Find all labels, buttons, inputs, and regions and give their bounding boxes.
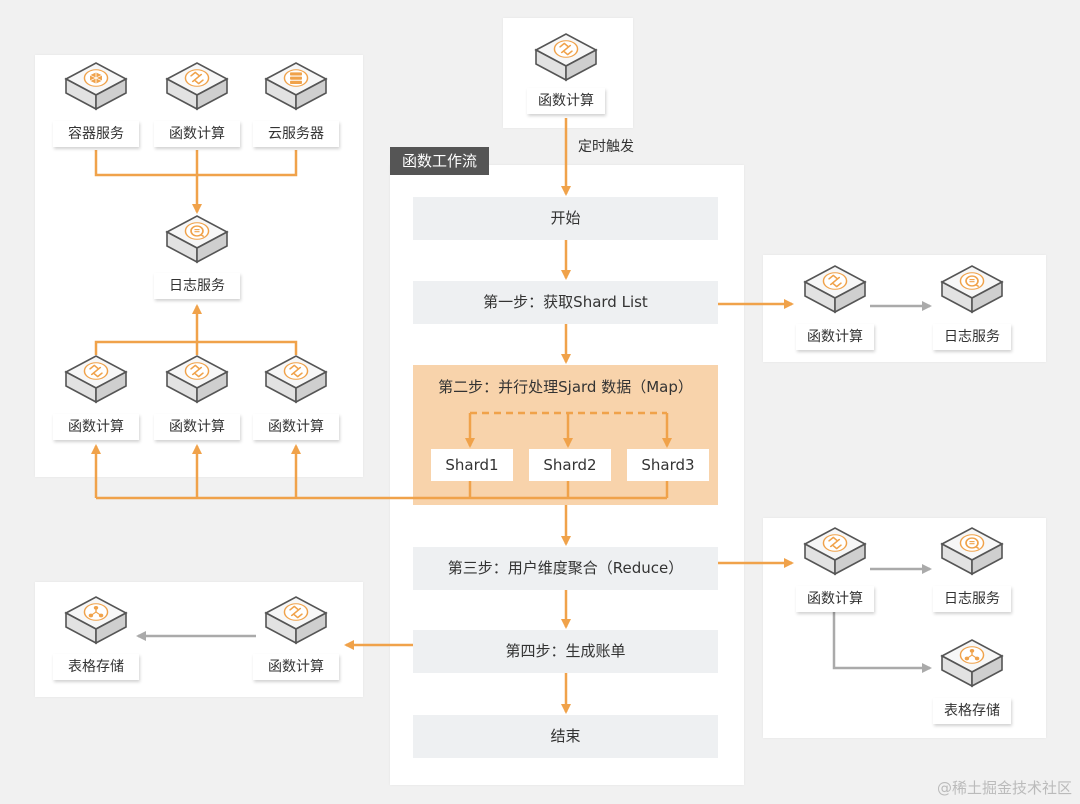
step-4: 第四步：生成账单 [413, 630, 718, 673]
left-log-label: 日志服务 [154, 273, 240, 299]
log-service-icon [940, 265, 1004, 314]
left-top-fc-label: 函数计算 [154, 121, 240, 147]
function-compute-icon [803, 265, 867, 314]
right1-fc-label: 函数计算 [796, 324, 874, 350]
shard-2: Shard2 [529, 449, 611, 481]
log-service-icon [165, 215, 229, 264]
log-service-icon [940, 527, 1004, 576]
left-bottom-fc-3-label: 函数计算 [253, 414, 339, 440]
right3-table-label: 表格存储 [933, 698, 1011, 724]
trigger-label: 定时触发 [578, 139, 634, 155]
left4-fc-label: 函数计算 [253, 654, 339, 680]
right1-log-label: 日志服务 [933, 324, 1011, 350]
step-2-title: 第二步：并行处理Sjard 数据（Map） [438, 378, 693, 396]
workflow-title: 函数工作流 [390, 147, 490, 175]
function-compute-icon [64, 355, 128, 404]
watermark: @稀土掘金技术社区 [936, 779, 1072, 797]
left-bottom-fc-1-label: 函数计算 [53, 414, 139, 440]
table-storage-icon [940, 639, 1004, 688]
function-compute-icon [165, 355, 229, 404]
left-bottom-fc-2-label: 函数计算 [154, 414, 240, 440]
left-server-label: 云服务器 [253, 121, 339, 147]
step-3: 第三步：用户维度聚合（Reduce） [413, 547, 718, 590]
cloud-server-icon [264, 62, 328, 111]
function-compute-icon [264, 355, 328, 404]
right3-fc-label: 函数计算 [796, 586, 874, 612]
function-compute-icon [165, 62, 229, 111]
shard-3: Shard3 [627, 449, 709, 481]
right3-log-label: 日志服务 [933, 586, 1011, 612]
function-compute-icon [803, 527, 867, 576]
function-compute-icon [264, 596, 328, 645]
left-container-label: 容器服务 [53, 121, 139, 147]
shard-1: Shard1 [431, 449, 513, 481]
function-compute-icon [534, 33, 598, 82]
step-end: 结束 [413, 715, 718, 758]
trigger-fc-label: 函数计算 [527, 88, 605, 114]
step-1: 第一步：获取Shard List [413, 281, 718, 324]
left4-table-label: 表格存储 [53, 654, 139, 680]
step-start: 开始 [413, 197, 718, 240]
table-storage-icon [64, 596, 128, 645]
container-service-icon [64, 62, 128, 111]
